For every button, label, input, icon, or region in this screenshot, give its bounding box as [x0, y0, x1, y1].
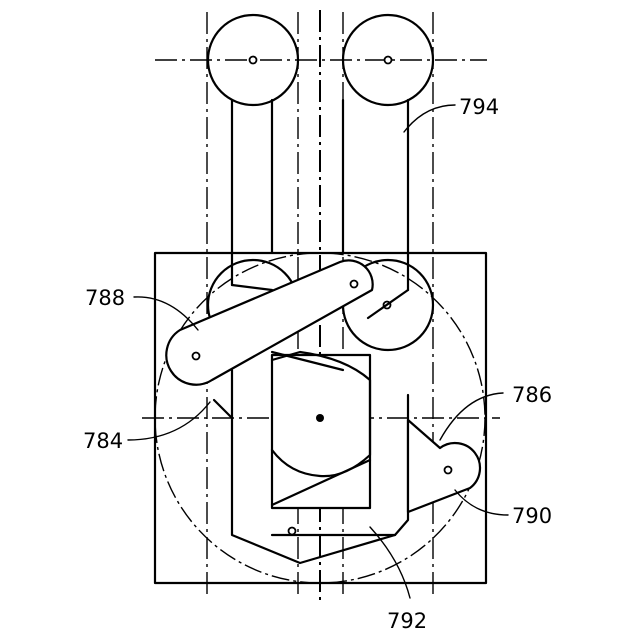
top-pulley-left-pin — [250, 57, 257, 64]
belt-cross-left — [232, 285, 272, 290]
ref-label-786: 786 — [512, 383, 552, 407]
center-pivot — [316, 414, 324, 422]
side-link-pin — [445, 467, 452, 474]
ref-label-788: 788 — [85, 286, 125, 310]
link-pin-lower — [193, 353, 200, 360]
belt-cross-right — [368, 290, 408, 318]
leader-784 — [128, 402, 210, 440]
top-pulley-right-pin — [385, 57, 392, 64]
leader-794 — [404, 105, 455, 132]
link-pin-upper — [351, 281, 358, 288]
ref-label-794: 794 — [459, 95, 499, 119]
inner-housing — [272, 355, 370, 508]
arm-pin — [289, 528, 296, 535]
leader-786 — [440, 393, 503, 440]
belt-cross-784 — [214, 400, 232, 418]
leader-792 — [370, 527, 410, 598]
ref-label-784: 784 — [83, 429, 123, 453]
leader-790 — [455, 490, 508, 515]
leader-788 — [134, 297, 198, 330]
ref-label-790: 790 — [512, 504, 552, 528]
ref-label-792: 792 — [387, 609, 427, 633]
